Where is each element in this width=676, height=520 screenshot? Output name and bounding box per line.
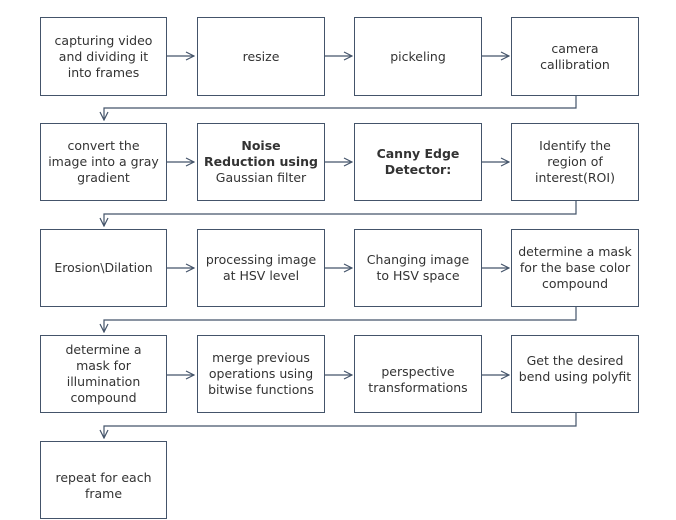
step-merge: merge previous operations using bitwise … <box>197 335 325 413</box>
step-pickeling: pickeling <box>354 17 482 96</box>
step-merge-label: merge previous operations using bitwise … <box>208 350 314 397</box>
step-hsv-level-label: processing image at HSV level <box>205 252 317 283</box>
step-roi-label: Identify the region of interest(ROI) <box>535 138 615 185</box>
step-gray: convert the image into a gray gradient <box>40 123 167 201</box>
step-canny: Canny Edge Detector: <box>354 123 482 201</box>
step-mask-illumination: determine a mask for illumination compou… <box>40 335 167 413</box>
step-calibration-label: camera callibration <box>540 40 610 72</box>
step-polyfit-label: Get the desired bend using polyfit <box>518 352 632 384</box>
step-canny-label: Canny Edge Detector: <box>376 146 460 177</box>
step-perspective: perspective transformations <box>354 335 482 413</box>
step-resize: resize <box>197 17 325 96</box>
step-noise-reduction: Noise Reduction using Gaussian filter <box>197 123 325 201</box>
step-noise-label: Noise Reduction using Gaussian filter <box>204 138 318 186</box>
step-capture: capturing video and dividing it into fra… <box>40 17 167 96</box>
step-repeat: repeat for each frame <box>40 441 167 519</box>
step-capture-label: capturing video and dividing it into fra… <box>54 32 153 80</box>
arrow-row3-to-row4 <box>104 307 577 332</box>
step-roi: Identify the region of interest(ROI) <box>511 123 639 201</box>
step-erosion-dilation: Erosion\Dilation <box>40 229 167 307</box>
step-noise-rest: Gaussian filter <box>215 170 307 185</box>
step-pickeling-label: pickeling <box>390 48 446 64</box>
step-hsv-level: processing image at HSV level <box>197 229 325 307</box>
step-erosion-label: Erosion\Dilation <box>54 260 153 275</box>
step-hsv-space-label: Changing image to HSV space <box>366 252 470 283</box>
step-hsv-space: Changing image to HSV space <box>354 229 482 307</box>
step-mask-base-label: determine a mask for the base color comp… <box>518 244 632 291</box>
step-polyfit: Get the desired bend using polyfit <box>511 335 639 413</box>
arrow-row1-to-row2 <box>104 96 577 120</box>
arrow-row2-to-row3 <box>104 201 577 226</box>
step-resize-label: resize <box>242 48 280 64</box>
step-gray-label: convert the image into a gray gradient <box>48 138 159 185</box>
arrow-row4-to-row5 <box>104 413 577 438</box>
step-mask-base: determine a mask for the base color comp… <box>511 229 639 307</box>
step-calibration: camera callibration <box>511 17 639 96</box>
step-repeat-label: repeat for each frame <box>55 469 152 501</box>
step-mask-illum-label: determine a mask for illumination compou… <box>65 342 142 405</box>
step-perspective-label: perspective transformations <box>368 363 468 395</box>
step-noise-bold: Noise Reduction using <box>204 138 318 169</box>
